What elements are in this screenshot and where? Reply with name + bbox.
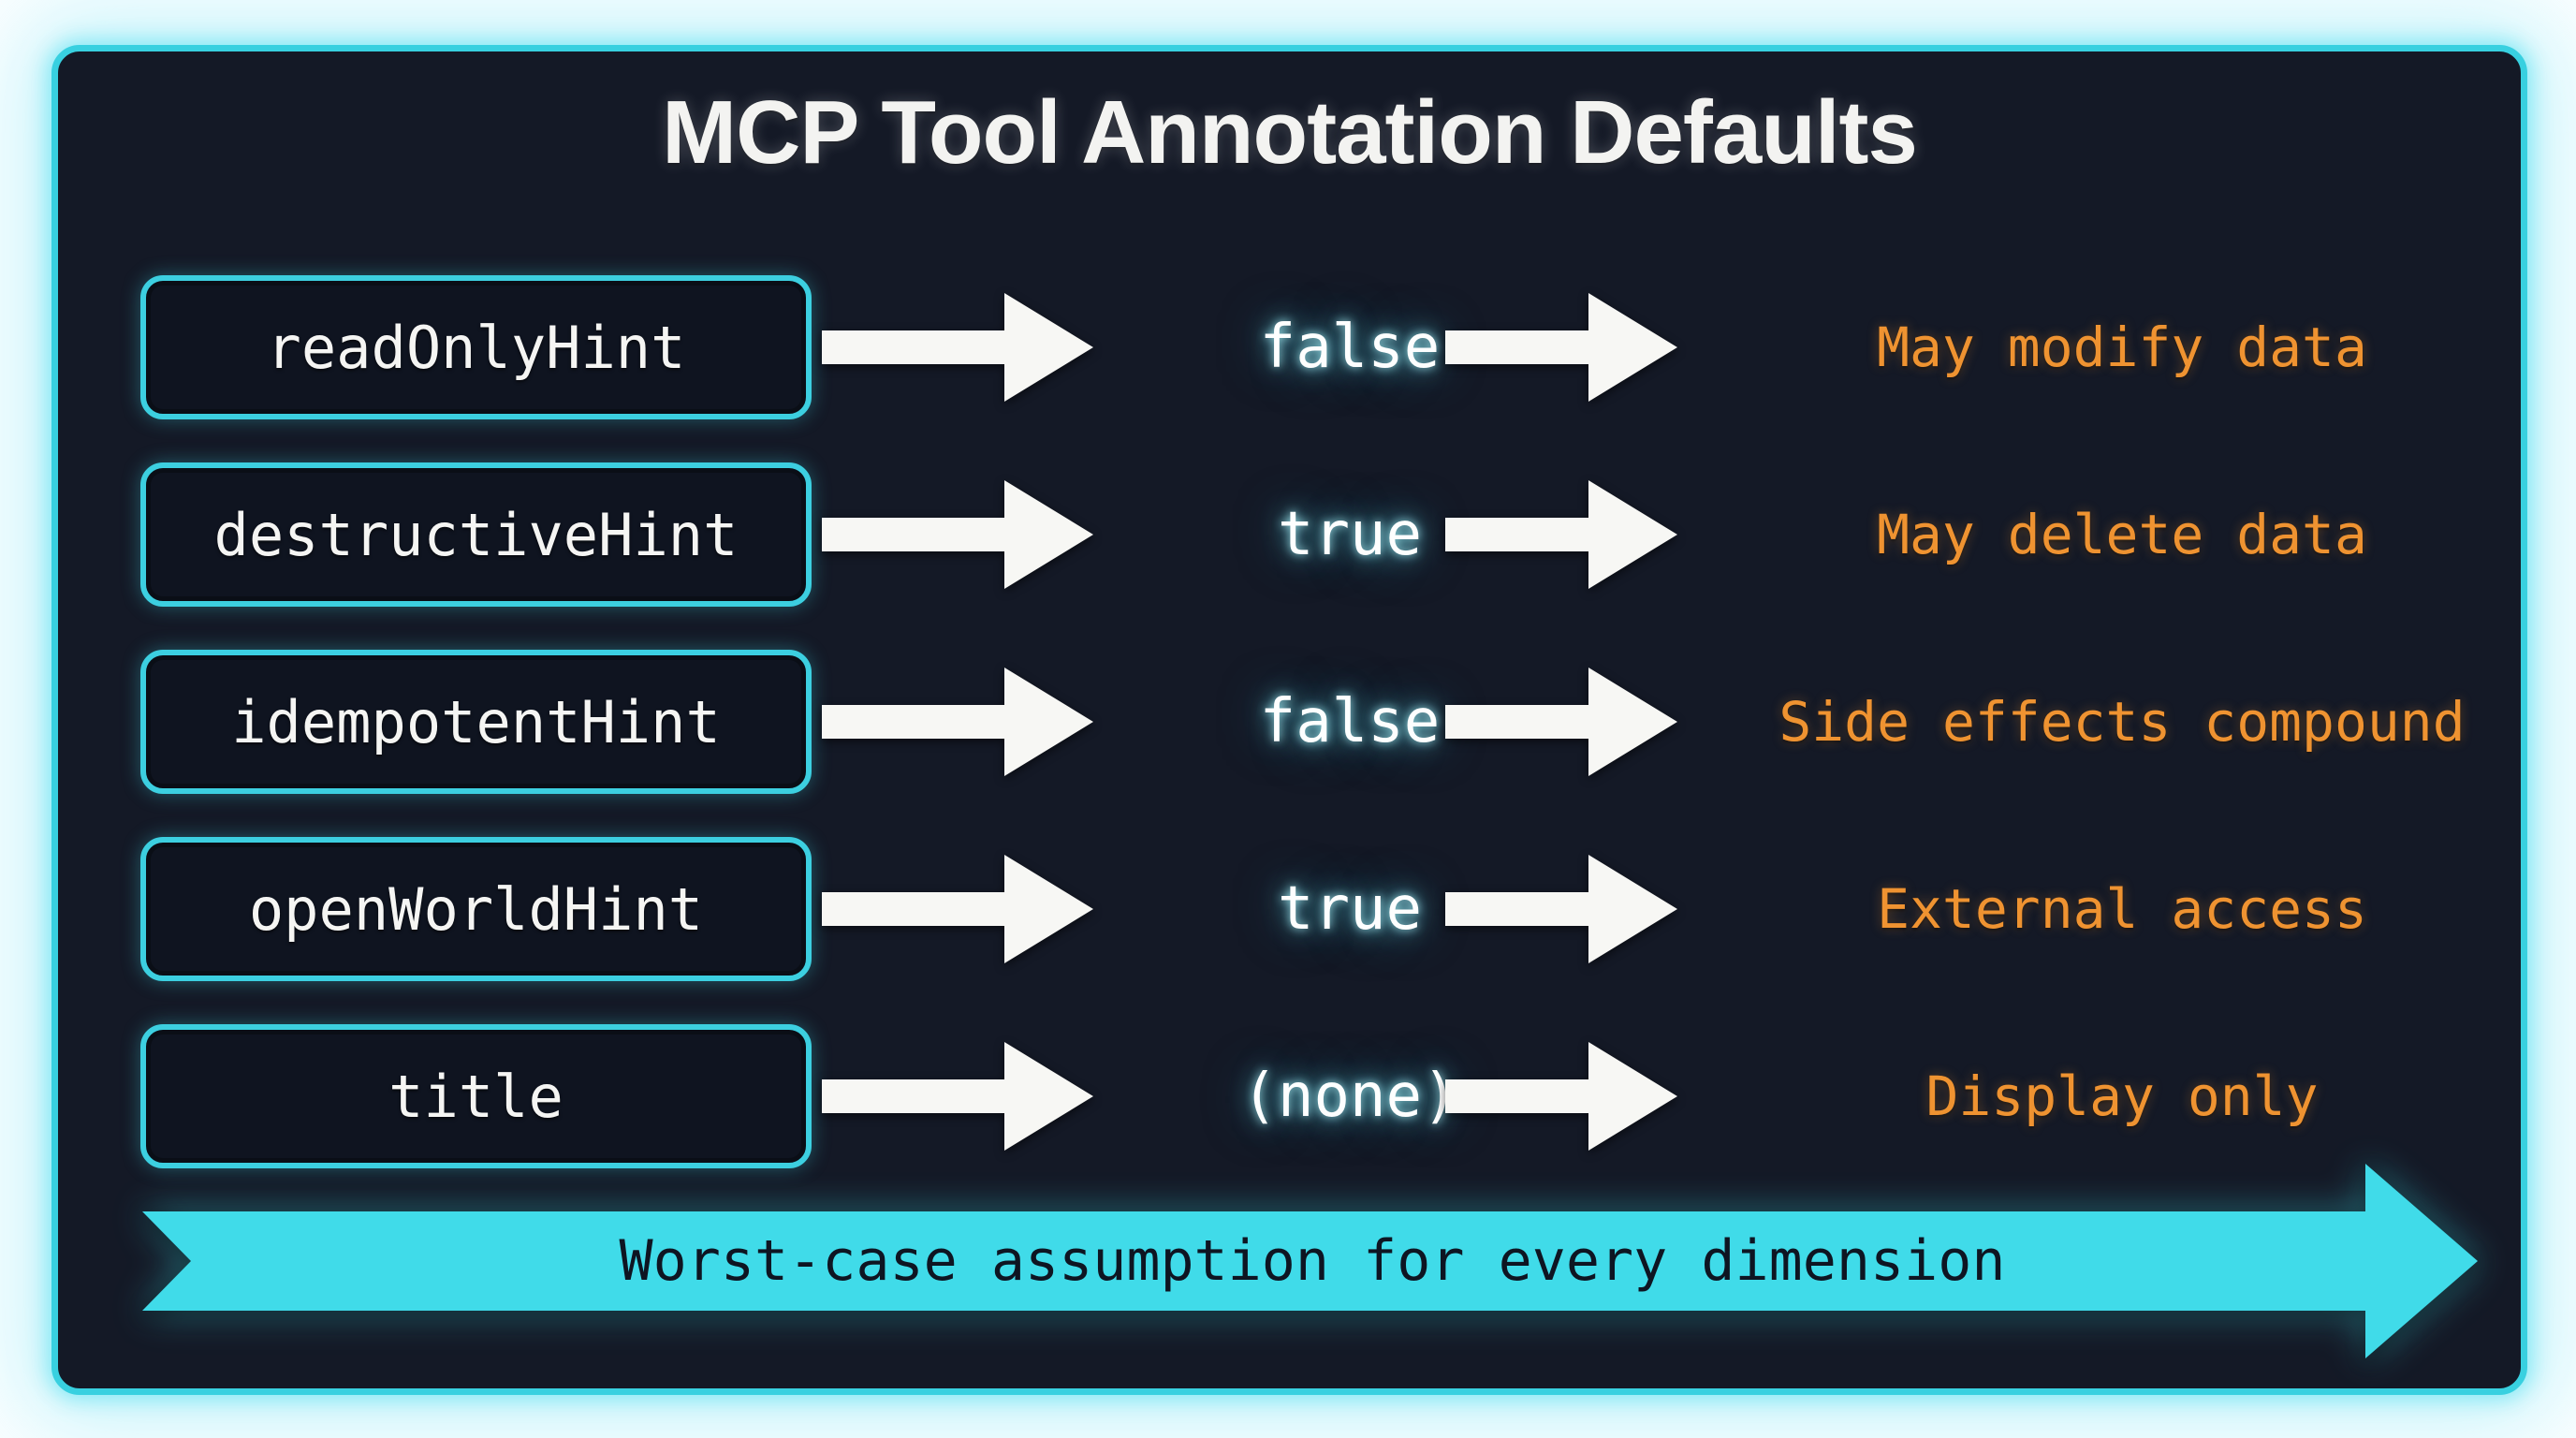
annotation-row: idempotentHint false Side effects compou…: [58, 650, 2521, 794]
implication-label: External access: [1877, 877, 2367, 941]
page-title: MCP Tool Annotation Defaults: [662, 82, 1918, 183]
implication-label: Side effects compound: [1778, 690, 2466, 754]
annotation-box: readOnlyHint: [140, 275, 812, 419]
implication-label: May modify data: [1877, 315, 2367, 379]
annotation-label: destructiveHint: [213, 500, 739, 569]
arrow-right-icon: [1445, 480, 1677, 589]
annotation-box: idempotentHint: [140, 650, 812, 794]
summary-banner: Worst-case assumption for every dimensio…: [142, 1164, 2482, 1362]
arrow-right-icon: [822, 1042, 1093, 1151]
annotation-row: openWorldHint true External access: [58, 837, 2521, 981]
arrow-right-icon: [1445, 293, 1677, 402]
annotation-row: readOnlyHint false May modify data: [58, 275, 2521, 419]
annotation-row: destructiveHint true May delete data: [58, 462, 2521, 607]
annotation-label: title: [388, 1062, 564, 1131]
implication-label: Display only: [1925, 1064, 2319, 1128]
arrow-right-icon: [822, 293, 1093, 402]
banner-arrow-icon: [142, 1164, 2478, 1358]
default-value: (none): [1241, 1062, 1458, 1131]
arrow-right-icon: [1445, 1042, 1677, 1151]
default-value: false: [1259, 687, 1441, 756]
implication-label: May delete data: [1877, 503, 2367, 566]
arrow-right-icon: [1445, 668, 1677, 776]
arrow-right-icon: [822, 855, 1093, 963]
default-value: true: [1277, 874, 1423, 944]
annotation-label: readOnlyHint: [266, 313, 686, 382]
arrow-right-icon: [822, 480, 1093, 589]
summary-banner-label: Worst-case assumption for every dimensio…: [619, 1228, 2006, 1294]
annotation-box: openWorldHint: [140, 837, 812, 981]
arrow-right-icon: [822, 668, 1093, 776]
annotation-row: title (none) Display only: [58, 1024, 2521, 1168]
arrow-right-icon: [1445, 855, 1677, 963]
annotation-label: openWorldHint: [248, 874, 704, 944]
diagram-panel: MCP Tool Annotation Defaults readOnlyHin…: [51, 45, 2527, 1395]
annotation-box: destructiveHint: [140, 462, 812, 607]
default-value: true: [1277, 500, 1423, 569]
annotation-label: idempotentHint: [231, 687, 721, 756]
annotation-rows: readOnlyHint false May modify data destr…: [58, 275, 2521, 1211]
default-value: false: [1259, 313, 1441, 382]
annotation-box: title: [140, 1024, 812, 1168]
